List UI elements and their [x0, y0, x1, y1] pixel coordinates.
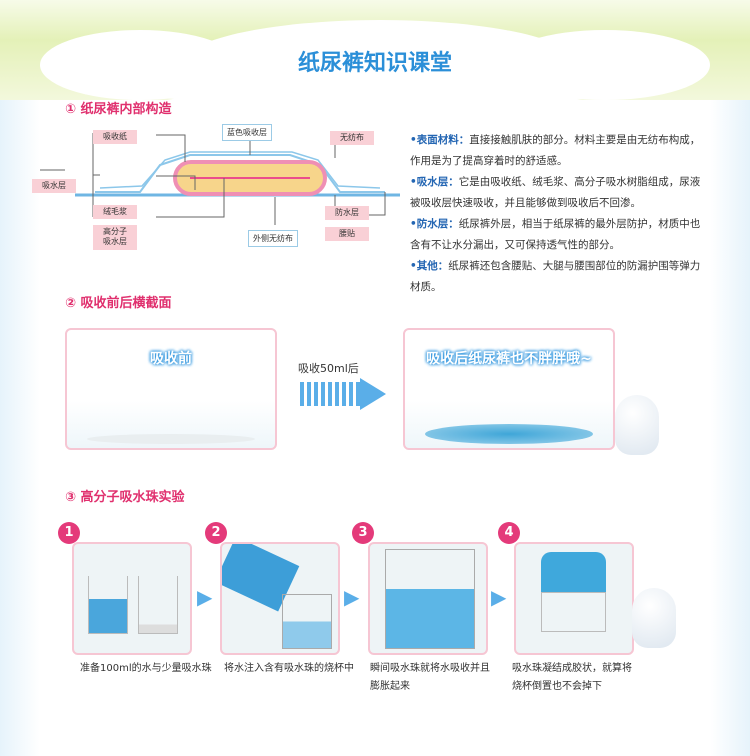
- step-number: 3: [352, 522, 374, 544]
- structure-description: •表面材料：直接接触肌肤的部分。材料主要是由无纺布构成，作用是为了提高穿着时的舒…: [410, 130, 702, 298]
- step-caption: 吸水珠凝结成胶状，就算将烧杯倒置也不会掉下: [512, 663, 632, 692]
- desc-surface: •表面材料：直接接触肌肤的部分。材料主要是由无纺布构成，作用是为了提高穿着时的舒…: [410, 134, 701, 167]
- step-2-image: [220, 542, 340, 655]
- step-4-image: [514, 542, 634, 655]
- section-heading-cross-section: ② 吸收前后横截面: [65, 296, 172, 311]
- arrow-icon: ▶: [491, 585, 507, 609]
- desc-absorb: •吸水层：它是由吸收纸、绒毛浆、高分子吸水树脂组成，尿液被吸收层快速吸收，并且能…: [410, 176, 701, 209]
- diaper-wet-image: [425, 424, 593, 444]
- label-outer-nonwoven: 外侧无纺布: [248, 230, 298, 247]
- label-absorb-layer: 吸水层: [32, 179, 76, 194]
- label-fluff: 绒毛浆: [93, 205, 137, 220]
- label-tape: 腰贴: [325, 227, 369, 242]
- step-1-image: [72, 542, 192, 655]
- mascot-image: [632, 588, 676, 648]
- label-polymer: 高分子 吸水层: [93, 225, 137, 250]
- label-waterproof: 防水层: [325, 206, 369, 221]
- page-title: 纸尿裤知识课堂: [297, 51, 452, 76]
- label-absorb-paper: 吸收纸: [93, 130, 137, 145]
- step-number: 2: [205, 522, 227, 544]
- step-caption: 准备100ml的水与少量吸水珠: [80, 663, 212, 674]
- step-caption: 将水注入含有吸水珠的烧杯中: [224, 663, 354, 674]
- cloud-decoration: [180, 20, 580, 110]
- arrow-label: 吸收50ml后: [298, 362, 359, 375]
- panel-before: 吸收前: [65, 328, 277, 450]
- desc-other: •其他：纸尿裤还包含腰贴、大腿与腰围部位的防漏护围等弹力材质。: [410, 260, 701, 293]
- section-heading-structure: ① 纸尿裤内部构造: [65, 102, 172, 117]
- section-heading-experiment: ③ 高分子吸水珠实验: [65, 490, 185, 505]
- arrow-icon: [300, 382, 360, 406]
- step-number: 4: [498, 522, 520, 544]
- desc-waterproof: •防水层：纸尿裤外层，相当于纸尿裤的最外层防护，材质中也含有不让水分漏出，又可保…: [410, 218, 701, 251]
- mascot-image: [615, 395, 659, 455]
- panel-after: 吸收后纸尿裤也不胖胖哦~: [403, 328, 615, 450]
- diaper-structure-diagram: [40, 132, 400, 225]
- step-caption: 瞬间吸水珠就将水吸收并且膨胀起来: [370, 663, 490, 692]
- step-3-image: [368, 542, 488, 655]
- step-number: 1: [58, 522, 80, 544]
- diaper-dry-image: [87, 434, 255, 444]
- label-blue-layer: 蓝色吸收层: [222, 124, 272, 141]
- before-title: 吸收前: [150, 351, 192, 367]
- label-nonwoven: 无纺布: [330, 131, 374, 146]
- arrow-icon: ▶: [197, 585, 213, 609]
- arrow-head-icon: [360, 378, 386, 410]
- arrow-icon: ▶: [344, 585, 360, 609]
- after-title: 吸收后纸尿裤也不胖胖哦~: [426, 351, 592, 367]
